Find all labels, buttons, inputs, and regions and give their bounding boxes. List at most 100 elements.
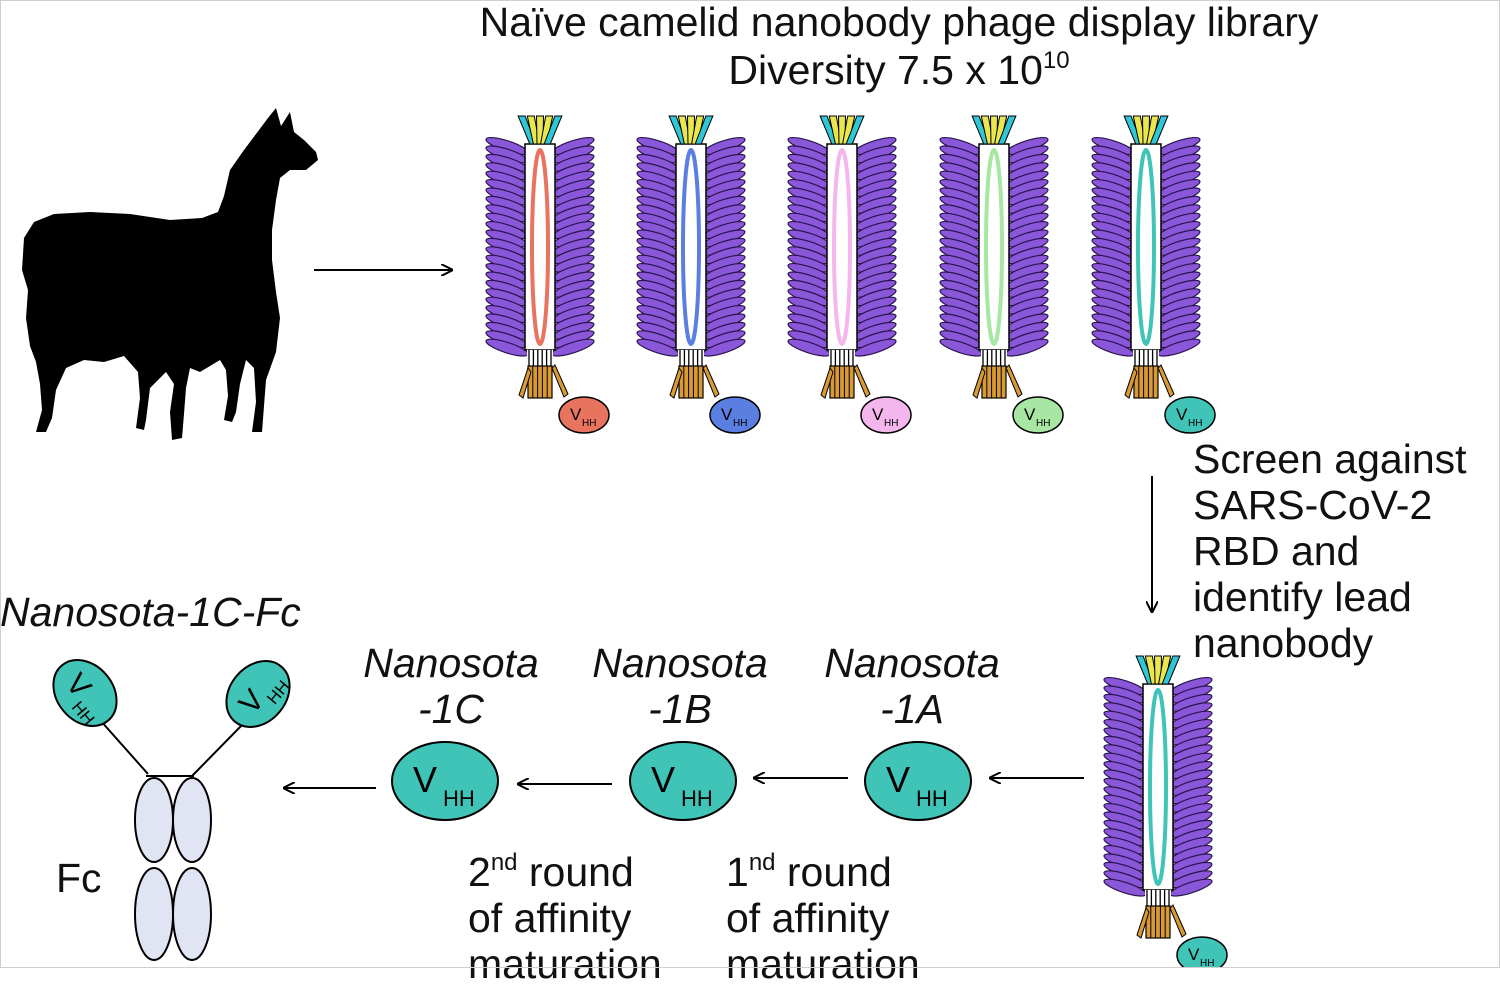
fc-construct-title: Nanosota-1C-Fc (0, 589, 301, 635)
vhh-text: V (1024, 405, 1036, 424)
vhh-subscript: HH (1200, 958, 1214, 968)
coat-proteins (787, 136, 897, 357)
label-line: Nanosota (363, 640, 539, 686)
fc-vhh-left: V HH (52, 659, 118, 729)
vhh-subscript: HH (1036, 418, 1050, 429)
genome-ring (984, 148, 1004, 346)
coat-proteins (636, 136, 746, 357)
round-line: 1nd round (726, 840, 920, 895)
llama-silhouette (22, 108, 318, 440)
tip-proteins (668, 115, 714, 145)
nanosota-1a-vhh: V HH (864, 741, 972, 821)
title-line-2: Diversity 7.5 x 1010 (364, 49, 1434, 91)
genome-ring (681, 148, 701, 346)
vhh-subscript: HH (884, 418, 898, 429)
label-line: -1B (648, 686, 712, 732)
genome-ring (1136, 148, 1156, 346)
capsid-body (1142, 683, 1174, 891)
fc-label: Fc (56, 855, 102, 901)
vhh-subscript: HH (582, 418, 596, 429)
round-suffix: nd (748, 849, 776, 876)
label-line: -1C (417, 686, 485, 732)
tip-proteins (819, 115, 865, 145)
vhh-text: V (651, 759, 675, 800)
vhh-subscript: HH (681, 786, 713, 811)
genome-ring (1148, 688, 1168, 886)
screen-line: SARS-CoV-2 (1193, 482, 1433, 528)
tip-proteins (517, 115, 563, 145)
vhh-text: V (1176, 405, 1188, 424)
vhh-subscript: HH (733, 418, 747, 429)
fc-domain (134, 777, 174, 863)
vhh-text: V (570, 405, 582, 424)
coat-proteins (1091, 136, 1201, 357)
screen-step-text: Screen against SARS-CoV-2 RBD and identi… (1193, 436, 1467, 666)
genome-ring (832, 148, 852, 346)
round-suffix: nd (490, 849, 518, 876)
second-round-text: 2nd round of affinity maturation (468, 840, 662, 987)
vhh-subscript: HH (916, 786, 948, 811)
fc-domain (134, 867, 174, 961)
vhh-text: V (413, 759, 437, 800)
nanosota-1b-vhh: V HH (629, 741, 737, 821)
capsid-body (675, 143, 707, 351)
vhh-text: V (1188, 945, 1200, 964)
round-line: of affinity (468, 895, 632, 941)
vhh-subscript: HH (1188, 418, 1202, 429)
capsid-body (1130, 143, 1162, 351)
tip-proteins (971, 115, 1017, 145)
diagram-title: Naïve camelid nanobody phage display lib… (364, 2, 1434, 91)
fc-domain (172, 777, 212, 863)
nanosota-1c-vhh: V HH (391, 741, 499, 821)
vhh-subscript: HH (443, 786, 475, 811)
screen-line: nanobody (1193, 620, 1374, 666)
screen-line: RBD and (1193, 528, 1360, 574)
fc-construct: V HH V HH (52, 659, 293, 961)
round-line: 2nd round (468, 840, 662, 895)
screen-line: Screen against (1193, 436, 1467, 482)
nanosota-1c-label: Nanosota -1C (351, 640, 551, 732)
round-word: round (517, 849, 634, 895)
title-line-1: Naïve camelid nanobody phage display lib… (479, 0, 1319, 45)
coat-proteins (939, 136, 1049, 357)
coat-proteins (1103, 676, 1213, 897)
nanosota-1a-label: Nanosota -1A (812, 640, 1012, 732)
tail-proteins (1136, 890, 1187, 939)
nanosota-1b-label: Nanosota -1B (580, 640, 780, 732)
round-word: round (775, 849, 892, 895)
label-line: Nanosota (592, 640, 768, 686)
tail-proteins (972, 350, 1023, 399)
first-round-text: 1nd round of affinity maturation (726, 840, 920, 987)
label-line: Nanosota (824, 640, 1000, 686)
capsid-body (524, 143, 556, 351)
round-line: maturation (726, 941, 920, 987)
round-line: maturation (468, 941, 662, 987)
tail-proteins (518, 350, 569, 399)
tip-proteins (1123, 115, 1169, 145)
genome-ring (530, 148, 550, 346)
screen-line: identify lead (1193, 574, 1412, 620)
tail-proteins (1124, 350, 1175, 399)
vhh-text: V (872, 405, 884, 424)
title-exponent: 10 (1042, 47, 1070, 74)
tip-proteins (1135, 655, 1181, 685)
tail-proteins (669, 350, 720, 399)
capsid-body (826, 143, 858, 351)
round-ordinal: 1 (726, 849, 749, 895)
round-line: of affinity (726, 895, 890, 941)
vhh-text: V (886, 759, 910, 800)
